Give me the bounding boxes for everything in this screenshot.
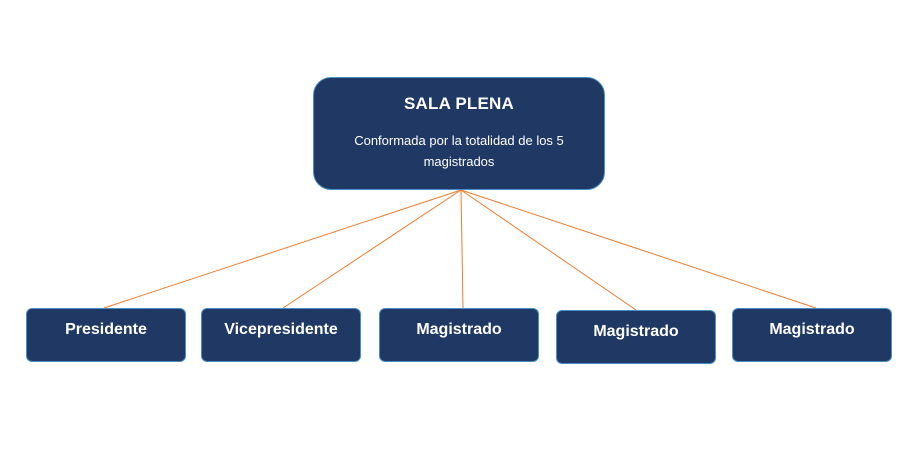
node-presidente: Presidente <box>26 308 186 362</box>
sala-plena-node: SALA PLENA Conformada por la totalidad d… <box>313 77 605 190</box>
connector-to-presidente <box>103 189 462 309</box>
node-magistrado-3: Magistrado <box>732 308 892 362</box>
node-vicepresidente: Vicepresidente <box>201 308 361 362</box>
sala-plena-subtitle: Conformada por la totalidad de los 5 mag… <box>354 133 564 169</box>
node-magistrado-1: Magistrado <box>379 308 539 362</box>
sala-plena-title: SALA PLENA <box>404 94 514 113</box>
connector-to-vicepresidente <box>282 189 462 309</box>
connector-to-magistrado-2 <box>460 189 637 311</box>
connector-to-magistrado-3 <box>460 189 817 309</box>
node-magistrado-2: Magistrado <box>556 310 716 364</box>
connector-to-magistrado-1 <box>460 189 464 309</box>
